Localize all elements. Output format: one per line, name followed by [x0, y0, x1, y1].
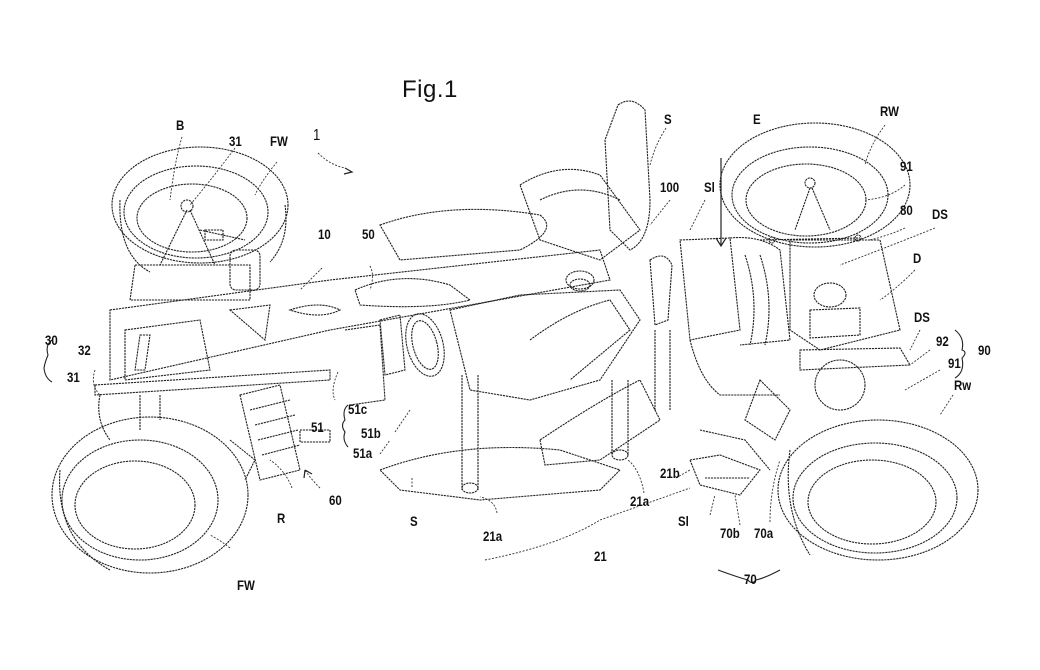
label-80: 80	[900, 202, 913, 218]
label-50: 50	[362, 226, 375, 242]
label-fw-top: FW	[270, 133, 288, 149]
label-seat-bottom: S	[410, 513, 418, 529]
rear-differential	[744, 239, 911, 441]
label-32: 32	[78, 342, 91, 358]
braces	[43, 329, 966, 584]
label-30: 30	[45, 332, 58, 348]
radiator-assembly	[229, 384, 331, 481]
label-fw-bottom: FW	[237, 577, 255, 593]
label-51: 51	[311, 419, 324, 435]
label-E: E	[753, 111, 761, 127]
label-92: 92	[936, 333, 949, 349]
figure-title: Fig.1	[402, 76, 458, 103]
label-rw-top: RW	[880, 103, 899, 119]
engine	[679, 158, 791, 396]
label-10: 10	[318, 226, 331, 242]
label-sl-bottom: Sl	[678, 513, 689, 529]
label-ds-right: DS	[914, 309, 930, 325]
label-R: R	[277, 510, 286, 526]
label-70a: 70a	[754, 525, 774, 541]
rear-wheel-lower	[777, 419, 979, 561]
label-91-top: 91	[900, 158, 913, 174]
leader-lines	[92, 124, 954, 561]
frame-posts	[461, 330, 671, 494]
label-rw-right: Rw	[954, 377, 972, 393]
label-70: 70	[744, 571, 757, 587]
exhaust-component	[689, 429, 771, 496]
label-90: 90	[978, 342, 991, 358]
front-frame	[94, 249, 611, 441]
label-51b: 51b	[361, 425, 381, 441]
label-seat-top: S	[664, 111, 672, 127]
label-ds-top: DS	[932, 206, 948, 222]
front-wheel-upper	[111, 146, 289, 273]
label-1: 1	[313, 127, 321, 144]
label-sl-top: Sl	[704, 179, 715, 195]
label-51c: 51c	[348, 401, 368, 417]
steering-wheel	[344, 313, 445, 406]
label-21b: 21b	[660, 465, 680, 481]
label-D: D	[913, 250, 922, 266]
label-21a-mid: 21a	[630, 493, 650, 509]
label-31-top: 31	[229, 133, 242, 149]
label-21: 21	[594, 548, 607, 564]
label-60: 60	[329, 492, 342, 508]
label-51a: 51a	[353, 445, 373, 461]
label-21a-left: 21a	[483, 528, 503, 544]
front-wheel-lower	[51, 416, 249, 574]
label-B: B	[176, 117, 185, 133]
label-100: 100	[660, 179, 680, 195]
label-31-left: 31	[67, 369, 80, 385]
label-91-right: 91	[948, 355, 961, 371]
body-seats	[354, 100, 673, 501]
rear-wheel-upper	[719, 122, 911, 248]
label-70b: 70b	[720, 525, 740, 541]
